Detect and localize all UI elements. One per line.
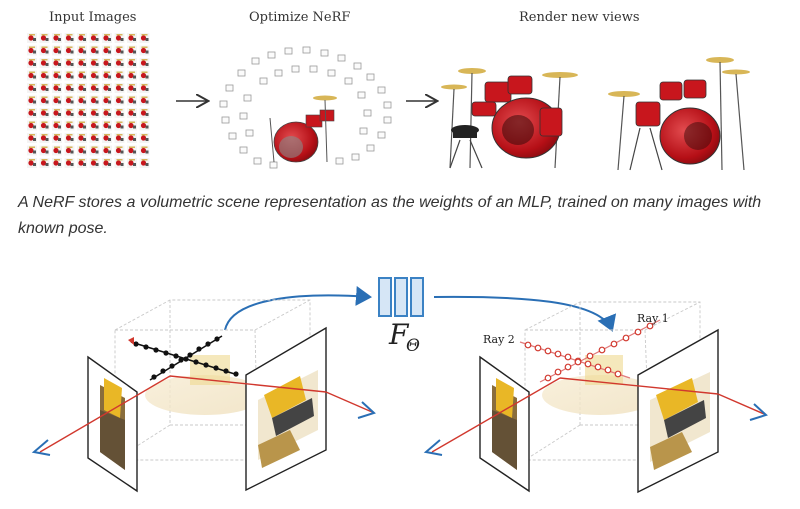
right-ray-arrowhead-2	[749, 403, 768, 421]
ray-1-label: Ray 1	[637, 312, 669, 325]
arrow-from-mlp	[433, 295, 617, 332]
figure-caption: A NeRF stores a volumetric scene represe…	[18, 194, 762, 237]
input-images-grid	[26, 32, 152, 168]
render-new-views-label: Render new views	[519, 10, 640, 25]
right-scene	[423, 301, 768, 494]
mlp-subscript: Θ	[406, 336, 420, 356]
optimize-nerf-label: Optimize NeRF	[249, 10, 351, 25]
arrow-to-mlp	[224, 286, 372, 331]
ray-2-label: Ray 2	[483, 333, 515, 346]
mlp-symbol: F	[389, 318, 409, 351]
rendered-drum-kit-2	[608, 57, 750, 171]
rendered-drum-kit-1	[441, 68, 578, 169]
mlp-network-icon	[378, 277, 424, 317]
input-images-label: Input Images	[49, 10, 137, 25]
camera-sphere	[219, 46, 392, 169]
left-ray-arrowhead-2	[423, 439, 443, 456]
optimize-drum-kit	[269, 95, 337, 163]
left-ray-arrowhead	[31, 439, 51, 456]
left-scene	[31, 299, 376, 493]
right-ray-arrowhead	[357, 401, 376, 419]
